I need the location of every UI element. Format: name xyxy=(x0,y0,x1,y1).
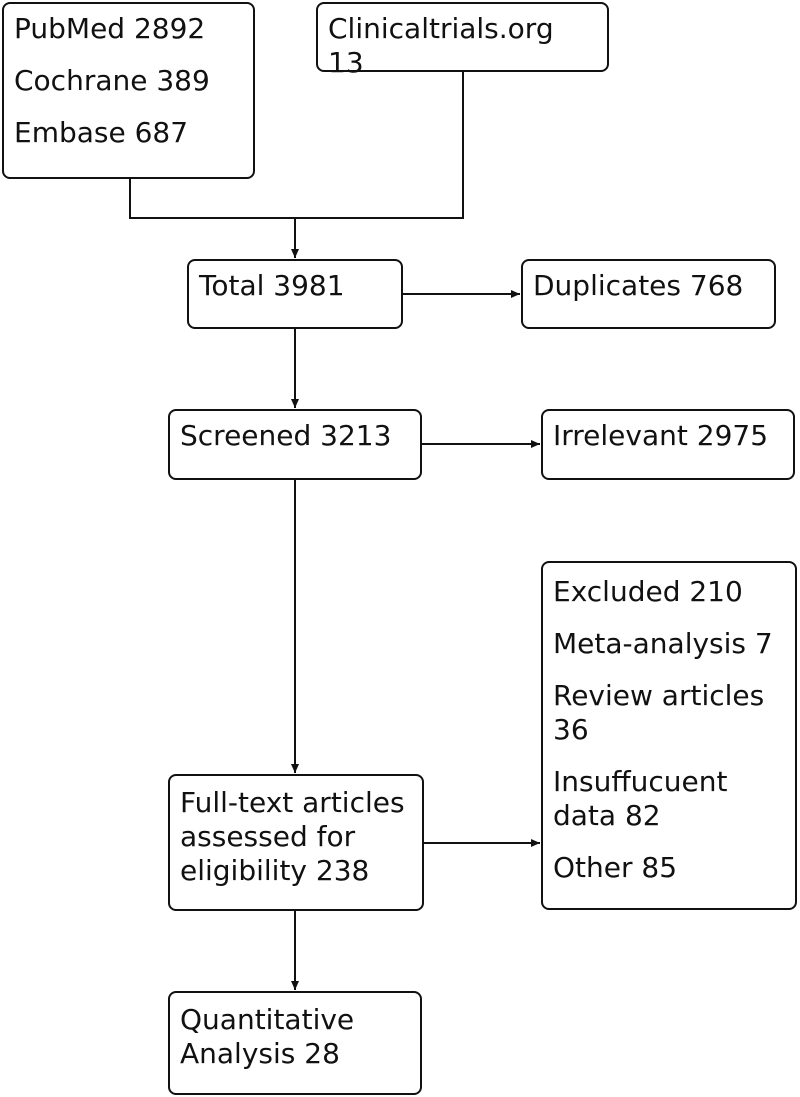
excluded-other: Other 85 xyxy=(553,851,678,884)
total-label: Total 3981 xyxy=(199,269,345,302)
quantitative-line2: Analysis 28 xyxy=(180,1037,340,1070)
connector-databases-to-merge xyxy=(129,178,295,219)
excluded-insufficient-line2: data 82 xyxy=(553,799,661,832)
registry-box: Clinicaltrials.org 13 xyxy=(316,2,609,79)
fulltext-line1: Full-text articles xyxy=(180,786,405,819)
duplicates-box: Duplicates 768 xyxy=(521,259,776,329)
screened-label: Screened 3213 xyxy=(180,419,392,452)
irrelevant-box: Irrelevant 2975 xyxy=(541,409,795,480)
total-box: Total 3981 xyxy=(187,259,403,329)
embase-count: Embase 687 xyxy=(14,116,189,149)
quantitative-line1: Quantitative xyxy=(180,1003,355,1036)
fulltext-box: Full-text articles assessed for eligibil… xyxy=(168,774,424,911)
clinicaltrials-count: Clinicaltrials.org 13 xyxy=(328,12,554,79)
fulltext-line2: assessed for xyxy=(180,820,356,853)
duplicates-label: Duplicates 768 xyxy=(533,269,744,302)
excluded-box: Excluded 210 Meta-analysis 7 Review arti… xyxy=(541,561,797,910)
excluded-insufficient-line1: Insuffucuent xyxy=(553,765,728,798)
pubmed-count: PubMed 2892 xyxy=(14,12,206,45)
irrelevant-label: Irrelevant 2975 xyxy=(553,419,769,452)
connector-registry-to-merge xyxy=(295,72,464,219)
fulltext-line3: eligibility 238 xyxy=(180,854,370,887)
excluded-review-line2: 36 xyxy=(553,713,589,746)
screened-box: Screened 3213 xyxy=(168,409,422,480)
databases-box: PubMed 2892 Cochrane 389 Embase 687 xyxy=(2,2,255,179)
excluded-review-line1: Review articles xyxy=(553,679,765,712)
quantitative-box: Quantitative Analysis 28 xyxy=(168,991,422,1095)
excluded-meta-analysis: Meta-analysis 7 xyxy=(553,627,773,660)
cochrane-count: Cochrane 389 xyxy=(14,64,210,97)
excluded-header: Excluded 210 xyxy=(553,575,743,608)
